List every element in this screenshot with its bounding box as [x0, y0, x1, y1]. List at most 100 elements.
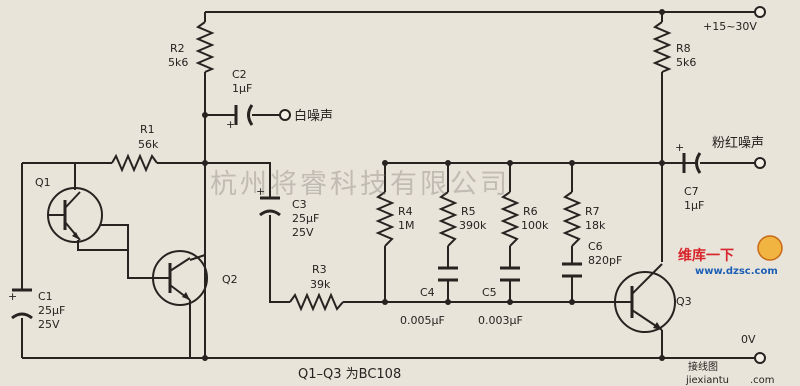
junction-dot: [659, 160, 665, 166]
c3-rating: 25V: [292, 226, 314, 239]
site-logo-bottom: 接线图 jiexiantu .com: [685, 360, 775, 386]
pink-noise-label: 粉红噪声: [712, 135, 764, 151]
capacitor-c3: +: [256, 185, 281, 217]
r3-ref: R3: [312, 263, 327, 276]
junction-dot: [382, 160, 388, 166]
transistor-q1: [47, 187, 103, 243]
transistor-q3: [614, 263, 676, 333]
svg-text:+: +: [8, 290, 17, 303]
c2-ref: C2: [232, 68, 247, 81]
r5-value: 390k: [459, 219, 487, 232]
svg-text:+: +: [675, 141, 684, 154]
r2-ref: R2: [170, 42, 185, 55]
c3-value: 25μF: [292, 212, 319, 225]
transistor-q2: [152, 250, 208, 306]
q1-emitter-wire: [100, 224, 129, 250]
resistor-r8: [652, 21, 672, 73]
logo-line1: 维库一下: [678, 247, 734, 264]
logo-line2: www.dzsc.com: [695, 266, 778, 277]
junction-dot: [507, 299, 513, 305]
c2-value: 1μF: [232, 82, 252, 95]
junction-dot: [569, 160, 575, 166]
resistor-r3: [289, 292, 344, 312]
c7-ref: C7: [684, 185, 699, 198]
ground-terminal: [754, 352, 766, 364]
capacitor-c4: [438, 266, 458, 282]
junction-dot: [445, 160, 451, 166]
c6-value: 820pF: [588, 254, 622, 267]
q3-ref: Q3: [676, 295, 692, 308]
pink-noise-terminal: [754, 157, 766, 169]
mascot-icon: [757, 235, 783, 261]
svg-text:+: +: [256, 185, 265, 198]
q1-ref: Q1: [35, 176, 51, 189]
resistor-r2: [195, 21, 215, 73]
capacitors: + + + +: [8, 104, 702, 320]
junction-dot: [659, 9, 665, 15]
c3-wire: [205, 162, 290, 303]
resistor-r1: [111, 153, 158, 173]
q1-q2-wire: [77, 240, 155, 279]
capacitor-c5: [500, 266, 520, 282]
resistor-r4: [375, 191, 395, 247]
c7-value: 1μF: [684, 199, 704, 212]
site-logo: 维库一下 www.dzsc.com: [678, 235, 783, 277]
junction-dot: [202, 355, 208, 361]
c1-rating: 25V: [38, 318, 60, 331]
r3-value: 39k: [310, 278, 331, 291]
supply-label: +15~30V: [703, 20, 757, 33]
capacitor-c6: [562, 262, 582, 278]
junction-dot: [202, 112, 208, 118]
wiring: [21, 11, 760, 359]
capacitor-c1: +: [8, 288, 33, 320]
resistor-r5: [438, 191, 458, 247]
c1-ref: C1: [38, 290, 53, 303]
q2-ref: Q2: [222, 273, 238, 286]
r7-ref: R7: [585, 205, 600, 218]
c3-ref: C3: [292, 198, 307, 211]
ground-label: 0V: [741, 333, 756, 346]
junction-dot: [445, 299, 451, 305]
r8-ref: R8: [676, 42, 691, 55]
c4-value: 0.005μF: [400, 314, 445, 327]
junction-dot: [507, 160, 513, 166]
junction-dots: [202, 9, 665, 361]
white-noise-label: 白噪声: [294, 108, 333, 124]
r6-ref: R6: [523, 205, 538, 218]
r1-ref: R1: [140, 123, 155, 136]
r7-value: 18k: [585, 219, 606, 232]
junction-dot: [569, 299, 575, 305]
component-labels: R2 5k6 C2 1μF R1 56k Q1 Q2 Q3 C1 25μF 25…: [35, 42, 704, 331]
caption: Q1–Q3 为BC108: [298, 367, 401, 382]
r2-value: 5k6: [168, 56, 188, 69]
resistors: [111, 21, 672, 312]
r1-value: 56k: [138, 138, 159, 151]
c4-ref: C4: [420, 286, 435, 299]
svg-text:+: +: [226, 118, 235, 131]
supply-terminal: [754, 6, 766, 18]
transistors: [47, 187, 676, 333]
r4-value: 1M: [398, 219, 415, 232]
c1-value: 25μF: [38, 304, 65, 317]
junction-dot: [382, 299, 388, 305]
resistor-r7: [562, 191, 582, 247]
resistor-r6: [500, 191, 520, 247]
terminals: [279, 6, 766, 364]
terminal-labels: +15~30V 白噪声 粉红噪声 0V: [294, 20, 764, 346]
white-noise-terminal: [279, 109, 291, 121]
capacitor-c2: +: [226, 104, 254, 131]
logo-line4: jiexiantu: [685, 375, 729, 386]
r6-value: 100k: [521, 219, 549, 232]
capacitor-c7: +: [675, 141, 702, 174]
c5-ref: C5: [482, 286, 497, 299]
r4-ref: R4: [398, 205, 413, 218]
junction-dot: [659, 355, 665, 361]
logo-line3: 接线图: [688, 360, 718, 373]
c5-value: 0.003μF: [478, 314, 523, 327]
logo-line5: .com: [750, 375, 775, 386]
r8-value: 5k6: [676, 56, 696, 69]
c6-ref: C6: [588, 240, 603, 253]
watermark-text: 杭州将睿科技有限公司: [210, 169, 510, 200]
